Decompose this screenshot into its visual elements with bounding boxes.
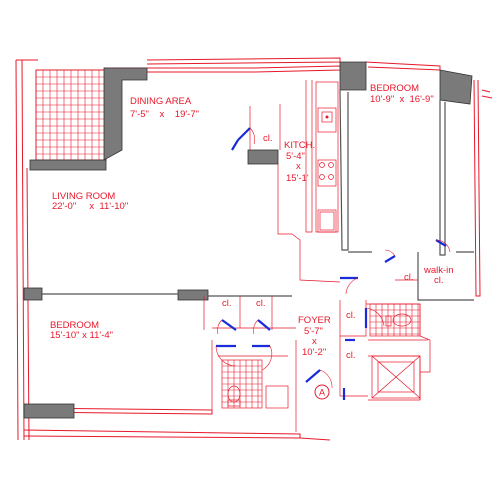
closet-bed2-right: cl. xyxy=(256,298,266,309)
terrace-grid xyxy=(35,69,107,161)
foyer-dim1: 5'-7" xyxy=(304,326,323,337)
kitchen-x: x xyxy=(296,161,301,172)
bedroom1-dims: 10'-9" x 16'-9" xyxy=(370,94,434,105)
closet-labels: cl. cl. cl. cl. cl. cl. xyxy=(222,133,414,361)
kitchen-dim2: 15'-1' xyxy=(286,173,309,184)
foyer-dim2: 10'-2" xyxy=(302,347,326,358)
foyer-name: FOYER xyxy=(298,315,331,326)
room-labels: DINING AREA 7'-5" x 19'-7" KITCH. 5'-4" … xyxy=(50,83,454,358)
kitchen-dim1: 5'-4" xyxy=(286,151,305,162)
bathroom-fixtures xyxy=(221,303,421,409)
closet-bed2-left: cl. xyxy=(222,298,232,309)
closet-foyer-a: cl. xyxy=(346,310,356,321)
kitchen-counter xyxy=(315,81,339,233)
bedroom2-dims: 15'-10" x 11'-4" xyxy=(50,330,113,341)
closet-kitchen: cl. xyxy=(263,133,273,144)
walkin-name: walk-in xyxy=(423,265,454,276)
entry-marker: A xyxy=(314,384,330,400)
foyer-x: x xyxy=(312,336,317,347)
interior-walls xyxy=(42,80,474,432)
walkin-sub: cl. xyxy=(434,275,444,286)
bedroom2-name: BEDROOM xyxy=(50,320,99,331)
living-name: LIVING ROOM xyxy=(52,191,115,202)
dining-name: DINING AREA xyxy=(130,96,192,107)
doors xyxy=(215,127,451,400)
closet-foyer-b: cl. xyxy=(346,350,356,361)
kitchen-name: KITCH. xyxy=(284,140,315,151)
structural-columns xyxy=(23,61,473,419)
dining-dims: 7'-5" x 19'-7" xyxy=(130,109,199,120)
entry-marker-label: A xyxy=(319,388,325,398)
bedroom1-name: BEDROOM xyxy=(370,83,419,94)
closet-bedroom-hall: cl. xyxy=(404,272,414,283)
exterior-walls xyxy=(15,57,493,441)
living-dims: 22'-0" x 11'-10" xyxy=(52,201,128,212)
